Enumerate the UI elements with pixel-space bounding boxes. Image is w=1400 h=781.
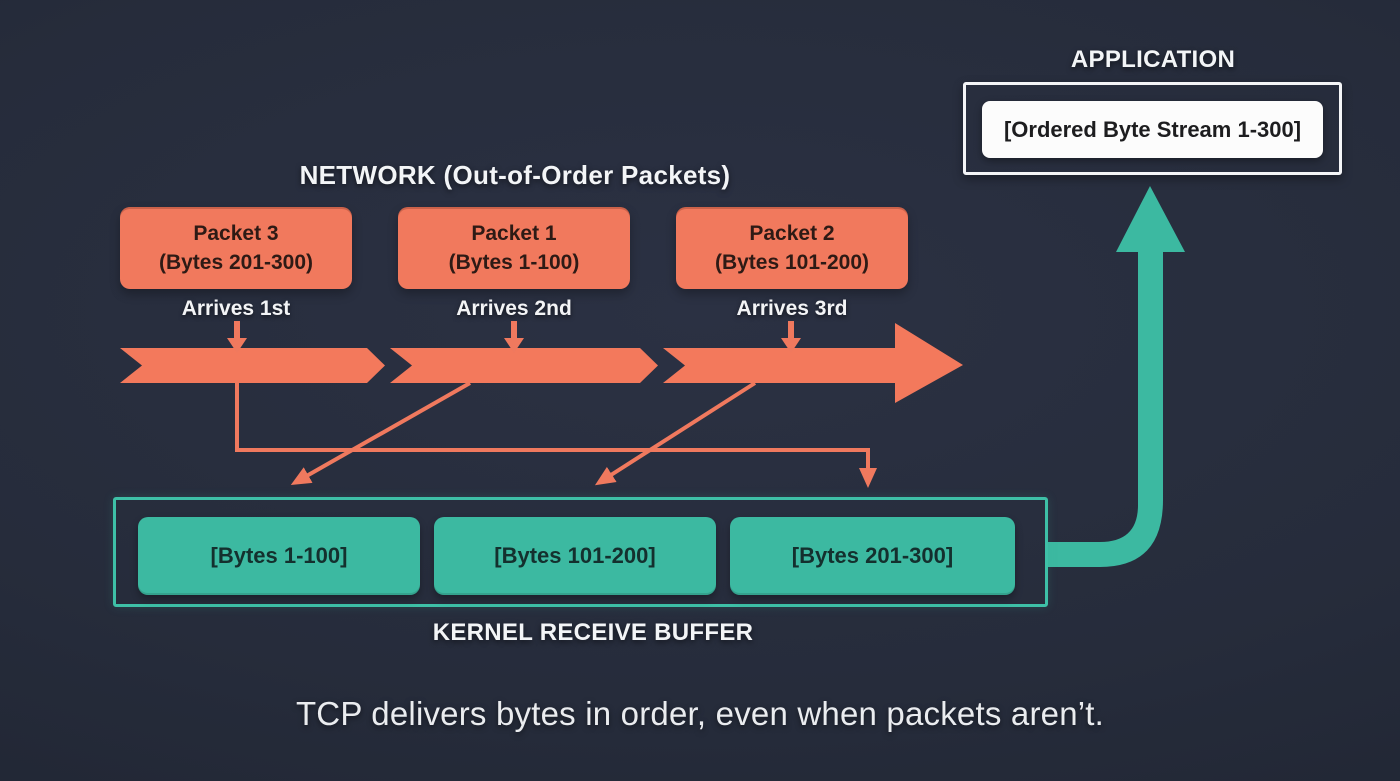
kernel-buffer-outline <box>113 497 1048 607</box>
packet-name: Packet 3 <box>193 222 279 245</box>
application-box-outline <box>963 82 1342 175</box>
route-packet3-to-slot3-arrow <box>235 383 877 488</box>
packet-card-3: Packet 3 (Bytes 201-300) <box>120 207 352 289</box>
route-packet1-to-slot1-arrow <box>290 381 471 485</box>
ordered-byte-stream-box: [Ordered Byte Stream 1-300] <box>982 101 1323 158</box>
diagram-caption: TCP delivers bytes in order, even when p… <box>295 695 1105 732</box>
buffer-slot-3: [Bytes 201-300] <box>730 517 1015 595</box>
buffer-slot-2: [Bytes 101-200] <box>434 517 716 595</box>
arrival-order-label-1: Arrives 1st <box>181 297 291 320</box>
buffer-to-application-up-arrow <box>1047 186 1185 567</box>
arrival-order-label-2: Arrives 2nd <box>456 297 572 320</box>
buffer-slot-1: [Bytes 1-100] <box>138 517 420 595</box>
arrival-3-down-arrow-icon <box>781 321 801 353</box>
arrival-1-down-arrow-icon <box>227 321 247 353</box>
arrival-2-down-arrow-icon <box>504 321 524 353</box>
packet-byte-range: (Bytes 1-100) <box>448 251 580 274</box>
network-section-title: NETWORK (Out-of-Order Packets) <box>299 160 731 190</box>
network-flow-arrowhead-segment-3 <box>663 323 963 403</box>
packet-name: Packet 1 <box>471 222 557 245</box>
route-packet2-to-slot2-arrow <box>594 381 757 486</box>
arrival-order-label-3: Arrives 3rd <box>736 297 848 320</box>
network-flow-chevron-segment-1 <box>120 348 385 383</box>
kernel-buffer-label: KERNEL RECEIVE BUFFER <box>432 619 754 646</box>
packet-card-1: Packet 1 (Bytes 1-100) <box>398 207 630 289</box>
network-flow-chevron-segment-2 <box>390 348 658 383</box>
packet-card-2: Packet 2 (Bytes 101-200) <box>676 207 908 289</box>
application-section-title: APPLICATION <box>1070 46 1236 73</box>
packet-byte-range: (Bytes 201-300) <box>158 251 314 274</box>
packet-byte-range: (Bytes 101-200) <box>714 251 870 274</box>
packet-name: Packet 2 <box>749 222 835 245</box>
